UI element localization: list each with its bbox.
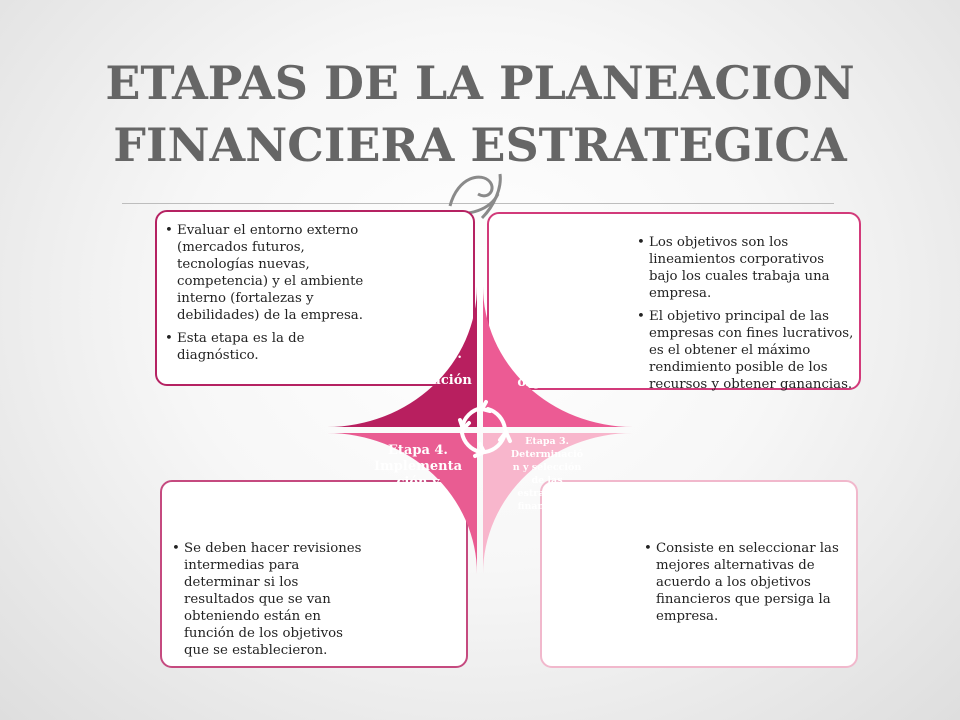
stage-2-label-line: objetivos <box>517 375 582 390</box>
stage-4-label-line: ción y <box>396 475 440 490</box>
stage-1-quadrant <box>327 286 477 427</box>
title-line-2: FINANCIERA ESTRATEGICA <box>113 118 847 172</box>
evaluacion-bullet-2: Esta etapa es la de diagnóstico. <box>165 330 375 364</box>
cycle-arrows-icon <box>458 400 512 458</box>
stage-2-label-line: Etapa 2. <box>520 327 580 342</box>
stage-4-quadrant <box>327 433 477 574</box>
stage-4-label-line: control <box>392 491 445 506</box>
estrategias-description-box: Consiste en seleccionar las mejores alte… <box>540 480 858 668</box>
stage-1-label-line: Evaluación <box>392 373 472 388</box>
stage-2-label-line: ento de <box>523 359 577 374</box>
title-line-1: ETAPAS DE LA PLANEACION <box>105 56 855 110</box>
stage-1-label: Etapa 1. Evaluación <box>392 347 472 388</box>
title-divider <box>122 203 834 204</box>
page-title: ETAPAS DE LA PLANEACION FINANCIERA ESTRA… <box>40 52 920 176</box>
stage-2-label-line: Establecimi <box>507 343 593 358</box>
evaluacion-bullet-1: Evaluar el entorno externo (mercados fut… <box>165 222 375 324</box>
stage-3-label-line: Etapa 3. <box>525 436 569 447</box>
implementacion-bullet-1: Se deben hacer revisiones intermedias pa… <box>172 540 372 659</box>
stage-3-label: Etapa 3. Determinació n y selección de las e… <box>511 436 583 512</box>
stage-3-label-line: Determinació <box>511 449 583 460</box>
evaluacion-description-box: Evaluar el entorno externo (mercados fut… <box>155 210 475 386</box>
stage-4-label-line: Etapa 4. <box>388 443 448 458</box>
objetivos-bullet-2: El objetivo principal de las empresas co… <box>637 308 855 393</box>
stage-2-quadrant <box>483 286 633 427</box>
stage-3-label-line: de las <box>531 475 562 486</box>
objetivos-bullet-1: Los objetivos son los lineamientos corpo… <box>637 234 855 302</box>
estrategias-bullet-1: Consiste en seleccionar las mejores alte… <box>644 540 852 625</box>
stage-3-label-line: n y selección <box>513 462 582 473</box>
stage-1-label-line: Etapa 1. <box>402 347 462 362</box>
stage-3-label-line: financieras <box>518 501 577 512</box>
stage-3-label-line: estrategias <box>517 488 576 499</box>
objetivos-description-box: Los objetivos son los lineamientos corpo… <box>487 212 861 393</box>
implementacion-description-box: Se deben hacer revisiones intermedias pa… <box>160 480 468 668</box>
stage-4-label-line: Implementa <box>374 459 463 474</box>
stage-3-quadrant <box>483 433 633 574</box>
